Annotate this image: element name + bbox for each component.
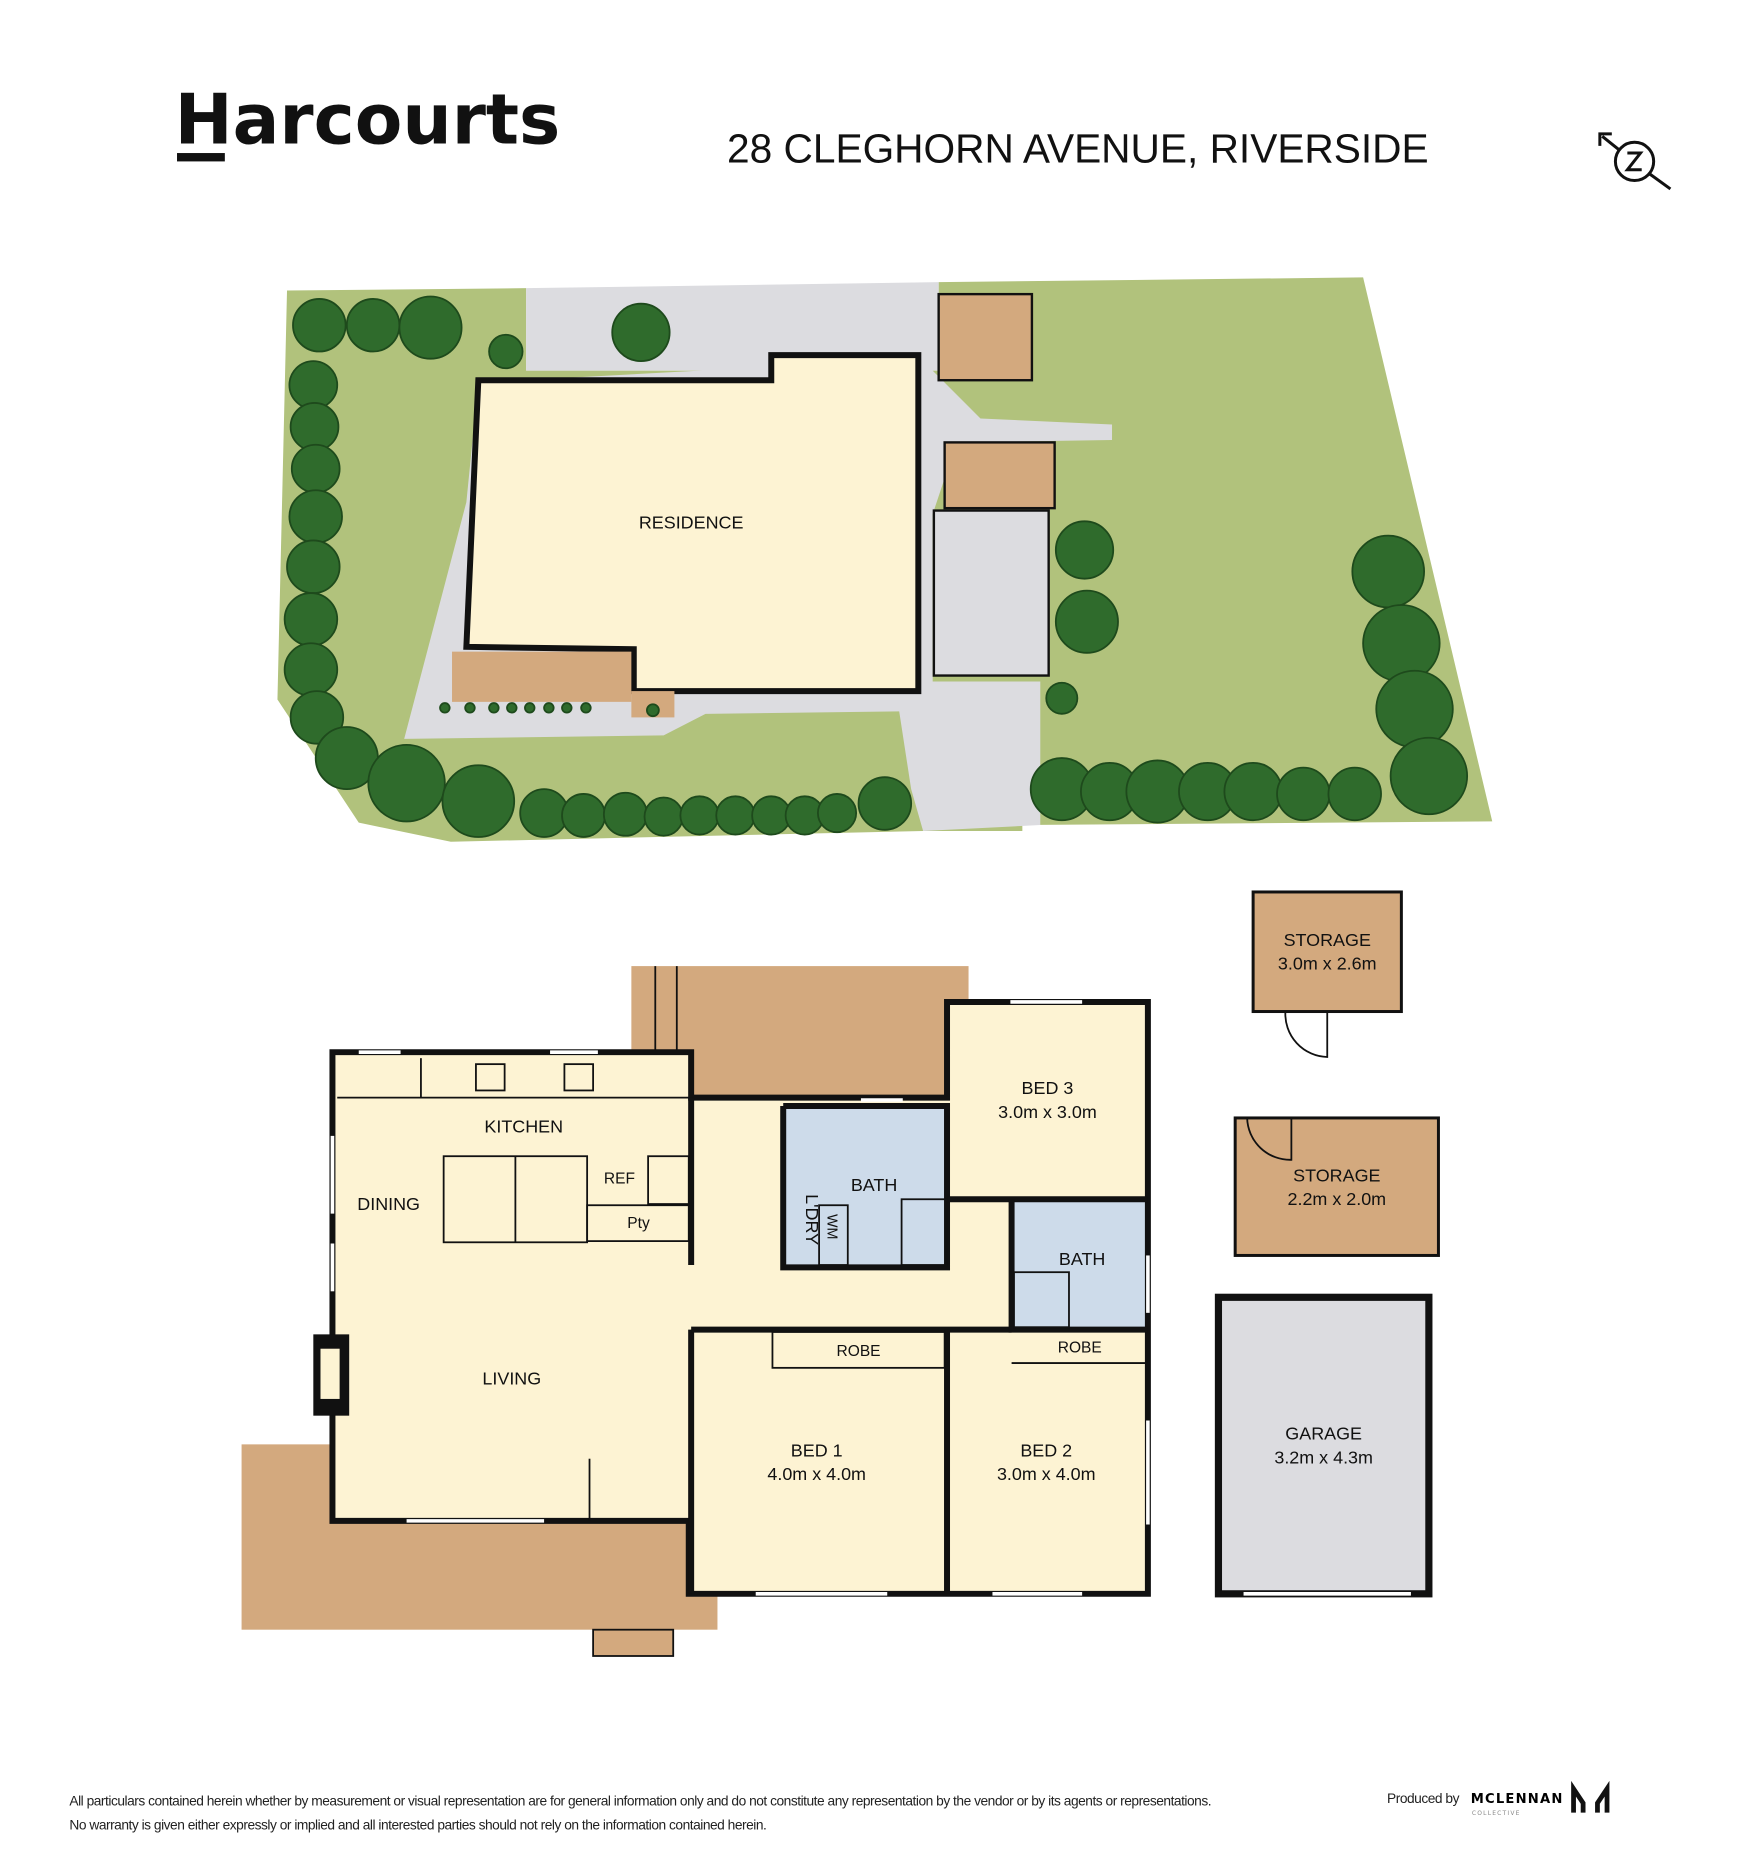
svg-text:COLLECTIVE: COLLECTIVE: [1472, 1810, 1521, 1817]
tree: [751, 795, 792, 836]
tree: [524, 702, 536, 714]
tree: [289, 690, 345, 745]
tree: [441, 764, 516, 838]
laundry-label: L'DRY: [802, 1194, 822, 1245]
ensuite-bath-label: BATH: [1059, 1249, 1105, 1269]
ref-label: REF: [604, 1171, 635, 1188]
tree: [1276, 766, 1331, 822]
trees: [283, 295, 1469, 838]
tree: [602, 791, 648, 837]
tree: [561, 702, 573, 714]
tree: [1054, 520, 1115, 580]
bed2-label: BED 2: [1020, 1440, 1072, 1460]
storage2-size: 2.2m x 2.0m: [1288, 1189, 1387, 1209]
tree: [543, 702, 555, 714]
tree: [290, 443, 341, 494]
north-arrow-icon: [1598, 132, 1672, 191]
storage2-label: STORAGE: [1293, 1165, 1380, 1185]
tree: [857, 776, 913, 831]
tree: [288, 489, 343, 544]
outbuildings: STORAGE 3.0m x 2.6m STORAGE 2.2m x 2.0m …: [1214, 890, 1440, 1598]
tree: [580, 702, 592, 714]
bed3-label: BED 3: [1022, 1078, 1074, 1098]
tree: [679, 795, 720, 836]
residence: [463, 352, 922, 695]
bed2-size: 3.0m x 4.0m: [997, 1464, 1096, 1484]
tree: [715, 795, 756, 836]
garage-size: 3.2m x 4.3m: [1274, 1447, 1373, 1467]
tree: [1351, 534, 1425, 609]
tree: [292, 298, 347, 353]
tree: [1362, 604, 1441, 683]
tree: [439, 702, 451, 714]
floor-plan: KITCHEN DINING LIVING REF Pty L'DRY WM B…: [241, 966, 1151, 1657]
mclennan-logo: MCLENNAN COLLECTIVE: [1471, 1780, 1610, 1817]
tree: [506, 702, 518, 714]
tree: [286, 539, 341, 594]
tree: [1327, 766, 1382, 822]
tree: [464, 702, 476, 714]
produced-by-label: Produced by: [1387, 1791, 1460, 1806]
svg-text:MCLENNAN: MCLENNAN: [1471, 1792, 1564, 1807]
tree: [398, 295, 463, 360]
tree: [488, 333, 524, 370]
tree: [1375, 669, 1454, 749]
robe-label: ROBE: [837, 1343, 881, 1360]
pantry-label: Pty: [627, 1215, 650, 1232]
bed1-label: BED 1: [791, 1440, 843, 1460]
wm-label: WM: [823, 1214, 839, 1239]
tree: [816, 793, 858, 834]
bed3-size: 3.0m x 3.0m: [998, 1102, 1097, 1122]
tree: [283, 642, 339, 697]
property-address: 28 CLEGHORN AVENUE, RIVERSIDE: [727, 126, 1429, 172]
bath-label: BATH: [851, 1175, 897, 1195]
robe-label: ROBE: [1058, 1339, 1102, 1356]
svg-text:Harcourts: Harcourts: [175, 80, 561, 160]
tree: [1389, 736, 1469, 816]
tree: [611, 302, 671, 362]
storage1-label: STORAGE: [1284, 930, 1371, 950]
living-label: LIVING: [482, 1369, 541, 1389]
tree: [289, 402, 340, 452]
tree: [643, 796, 684, 837]
storage1-size: 3.0m x 2.6m: [1278, 954, 1377, 974]
tree: [1223, 761, 1283, 822]
tree: [288, 360, 339, 410]
tree: [646, 703, 660, 718]
tree: [488, 702, 500, 714]
tree: [283, 592, 339, 647]
residence-label: RESIDENCE: [639, 512, 744, 532]
garage-label: GARAGE: [1285, 1424, 1362, 1444]
dining-label: DINING: [357, 1194, 420, 1214]
site-plan: RESIDENCE: [277, 277, 1493, 842]
disclaimer-line-2: No warranty is given either expressly or…: [69, 1817, 766, 1832]
kitchen-label: KITCHEN: [484, 1116, 563, 1136]
tree: [519, 788, 569, 838]
tree: [561, 793, 606, 838]
tree: [367, 744, 446, 823]
tree: [1054, 589, 1119, 654]
harcourts-logo: Harcourts: [175, 80, 561, 162]
tree: [345, 298, 401, 353]
disclaimer-line-1: All particulars contained herein whether…: [69, 1793, 1211, 1808]
tree: [1045, 681, 1079, 715]
bed1-size: 4.0m x 4.0m: [767, 1464, 866, 1484]
